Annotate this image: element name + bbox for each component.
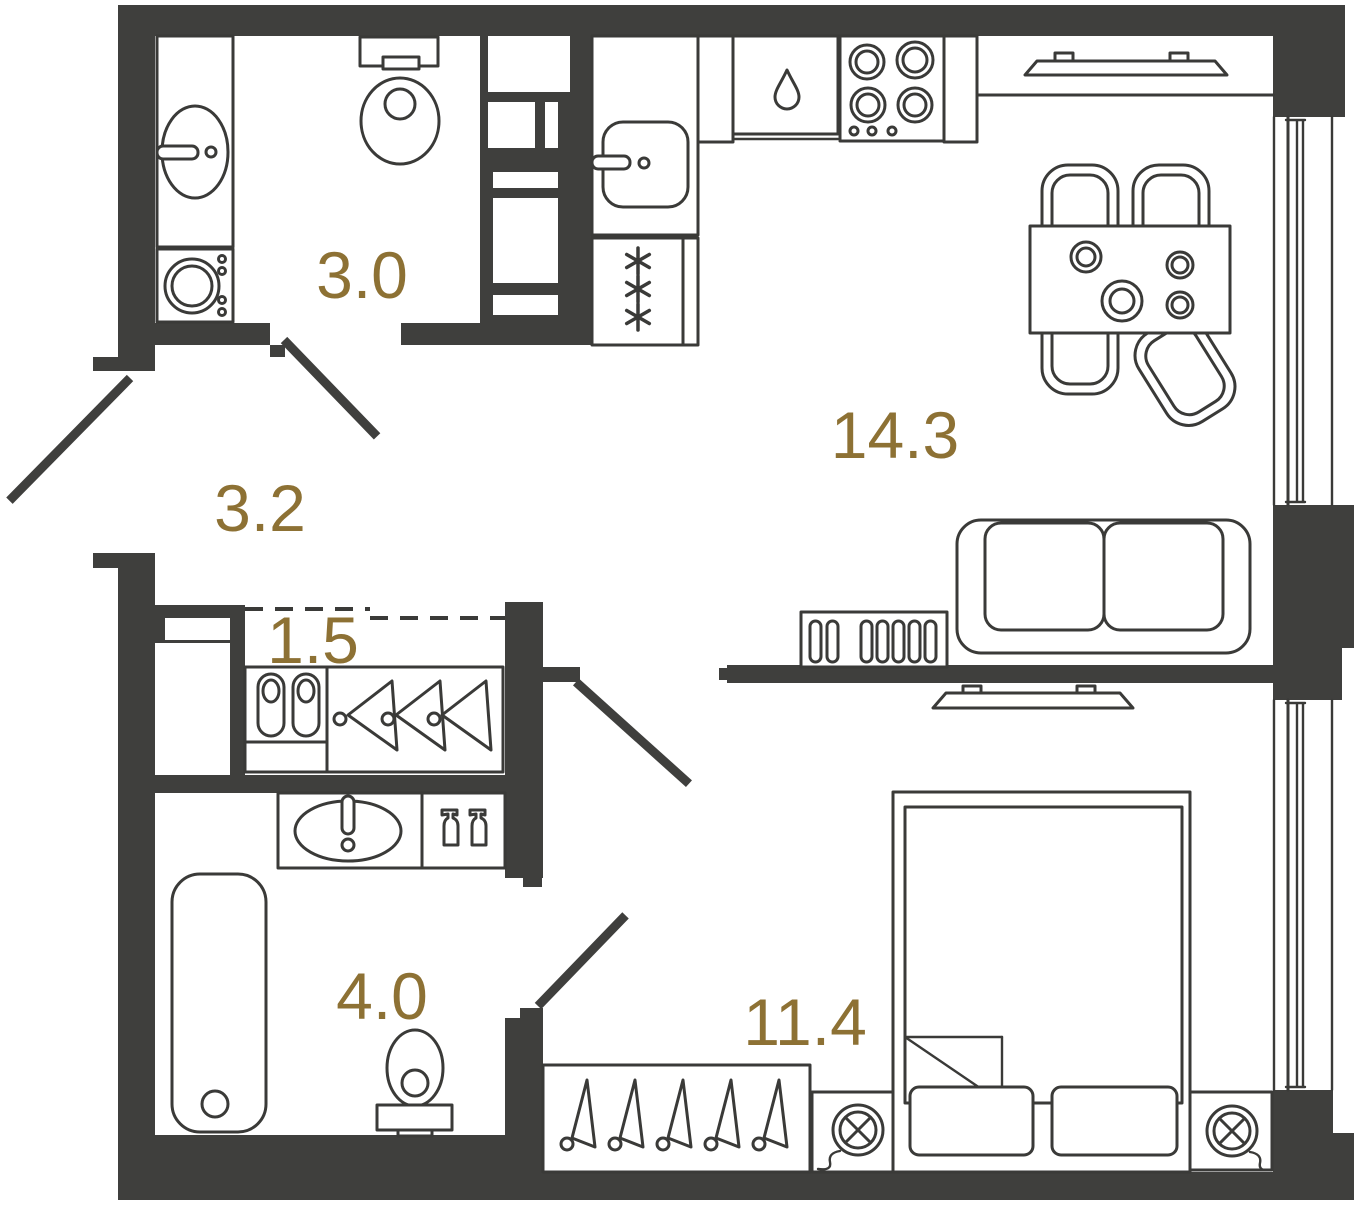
living-room-area: [799, 34, 1275, 669]
tv-console: [975, 34, 1275, 97]
spray-bottle-icon: [468, 808, 488, 847]
walls: [93, 5, 1354, 1200]
room-area-label: 3.0: [316, 238, 408, 312]
pillow-icon: [1050, 1085, 1179, 1157]
wall-segment: [118, 323, 270, 345]
room-area-label: 4.0: [336, 959, 428, 1033]
duct-niche: [493, 172, 558, 188]
window: [1272, 115, 1334, 507]
door-swing: [280, 336, 381, 440]
lamp-cord: [816, 1149, 842, 1171]
wardrobe: [541, 1063, 812, 1174]
bathtub-icon: [170, 872, 268, 1134]
wall-segment: [118, 553, 155, 1200]
door-jamb: [523, 878, 542, 887]
dishwasher-icon: [731, 34, 840, 141]
bathroom-area: [170, 791, 507, 1138]
room-labels: 3.0 3.2 1.5 14.3 4.0 11.4: [214, 238, 959, 1059]
wall-segment: [1273, 5, 1345, 117]
toilet-icon: [358, 35, 441, 166]
tv-icon: [931, 684, 1135, 710]
wall-segment: [1342, 505, 1354, 648]
wall-segment: [118, 1172, 1333, 1200]
faucet-icon: [155, 144, 200, 161]
shoe-shelf: [243, 740, 329, 774]
wall-segment: [153, 775, 505, 793]
faucet-icon: [637, 156, 651, 170]
faucet-icon: [590, 154, 632, 171]
door-swing: [572, 678, 692, 788]
fridge-icon: [590, 236, 700, 347]
tv-icon: [1023, 51, 1229, 77]
faucet-icon: [340, 837, 356, 853]
spray-bottle-icon: [440, 808, 460, 847]
door-swing: [534, 912, 629, 1010]
duct-niche: [545, 102, 558, 148]
kitchen-area: [590, 34, 979, 347]
washing-machine-icon: [155, 247, 235, 324]
stove-icon: [838, 34, 946, 143]
wall-segment: [719, 668, 728, 680]
doors: [6, 336, 692, 1010]
wall-segment: [118, 1135, 543, 1172]
bedroom-area: [541, 684, 1274, 1174]
room-area-label: 14.3: [831, 398, 959, 472]
window: [1272, 698, 1334, 1092]
wall-segment: [93, 553, 120, 568]
wall-segment: [505, 602, 543, 878]
slippers-icon: [291, 672, 321, 738]
wall-segment: [1273, 505, 1342, 700]
nightstand-icon: [810, 1090, 895, 1174]
door-jamb: [543, 667, 580, 682]
room-area-label: 11.4: [743, 985, 867, 1059]
lamp-icon: [831, 1103, 885, 1157]
pillow-icon: [908, 1085, 1035, 1157]
nightstand-icon: [1188, 1090, 1274, 1172]
wall-segment: [230, 640, 245, 780]
slippers-icon: [256, 672, 286, 738]
duct-niche: [493, 295, 558, 315]
wall-segment: [93, 357, 118, 371]
room-area-label: 3.2: [214, 471, 306, 545]
wall-segment: [727, 665, 1273, 683]
cabinet: [420, 791, 507, 870]
wall-segment: [1273, 1090, 1333, 1200]
faucet-icon: [340, 794, 356, 836]
wall-segment: [118, 5, 155, 371]
duct-niche: [488, 36, 570, 92]
counter: [696, 34, 735, 144]
wall-segment: [1333, 1133, 1354, 1200]
dining-table-icon: [1028, 224, 1232, 335]
lamp-icon: [1205, 1104, 1259, 1158]
radiator-icon: [799, 610, 949, 669]
lamp-cord: [1248, 1150, 1274, 1172]
counter: [942, 34, 979, 144]
toilet-icon: [375, 1028, 454, 1138]
duct-niche: [488, 102, 535, 148]
wall-segment: [118, 5, 1345, 36]
closet-area: [243, 607, 505, 774]
windows: [1272, 115, 1334, 1092]
faucet-icon: [204, 145, 218, 159]
door-jamb: [270, 345, 285, 357]
wall-segment: [505, 1018, 543, 1135]
door-swing: [6, 374, 134, 504]
bed-icon: [891, 790, 1192, 1174]
room-wc-laundry: [155, 34, 441, 324]
sofa-icon: [955, 518, 1252, 655]
room-area-label: 1.5: [267, 603, 359, 677]
door-jamb: [520, 1008, 543, 1018]
duct-niche: [493, 198, 558, 283]
duct-niche: [165, 618, 230, 640]
